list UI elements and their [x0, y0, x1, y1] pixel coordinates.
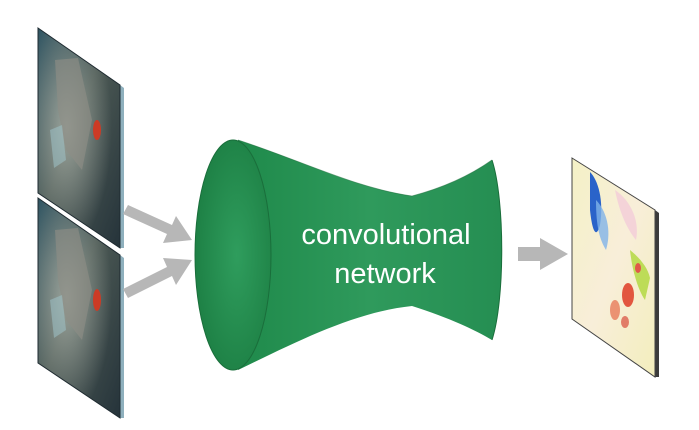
network-input-mouth [194, 139, 272, 371]
network-label-line-1: convolutional [301, 219, 470, 251]
output-arrow [518, 238, 568, 270]
convolutional-network-shape: convolutional network [194, 139, 503, 371]
output-flow-frame [571, 157, 659, 378]
input-frame-2 [37, 197, 124, 419]
input-frame-1 [37, 27, 124, 249]
input-arrow-upper [123, 205, 192, 243]
input-arrow-lower [123, 258, 192, 298]
network-label-line-2: network [334, 258, 436, 290]
